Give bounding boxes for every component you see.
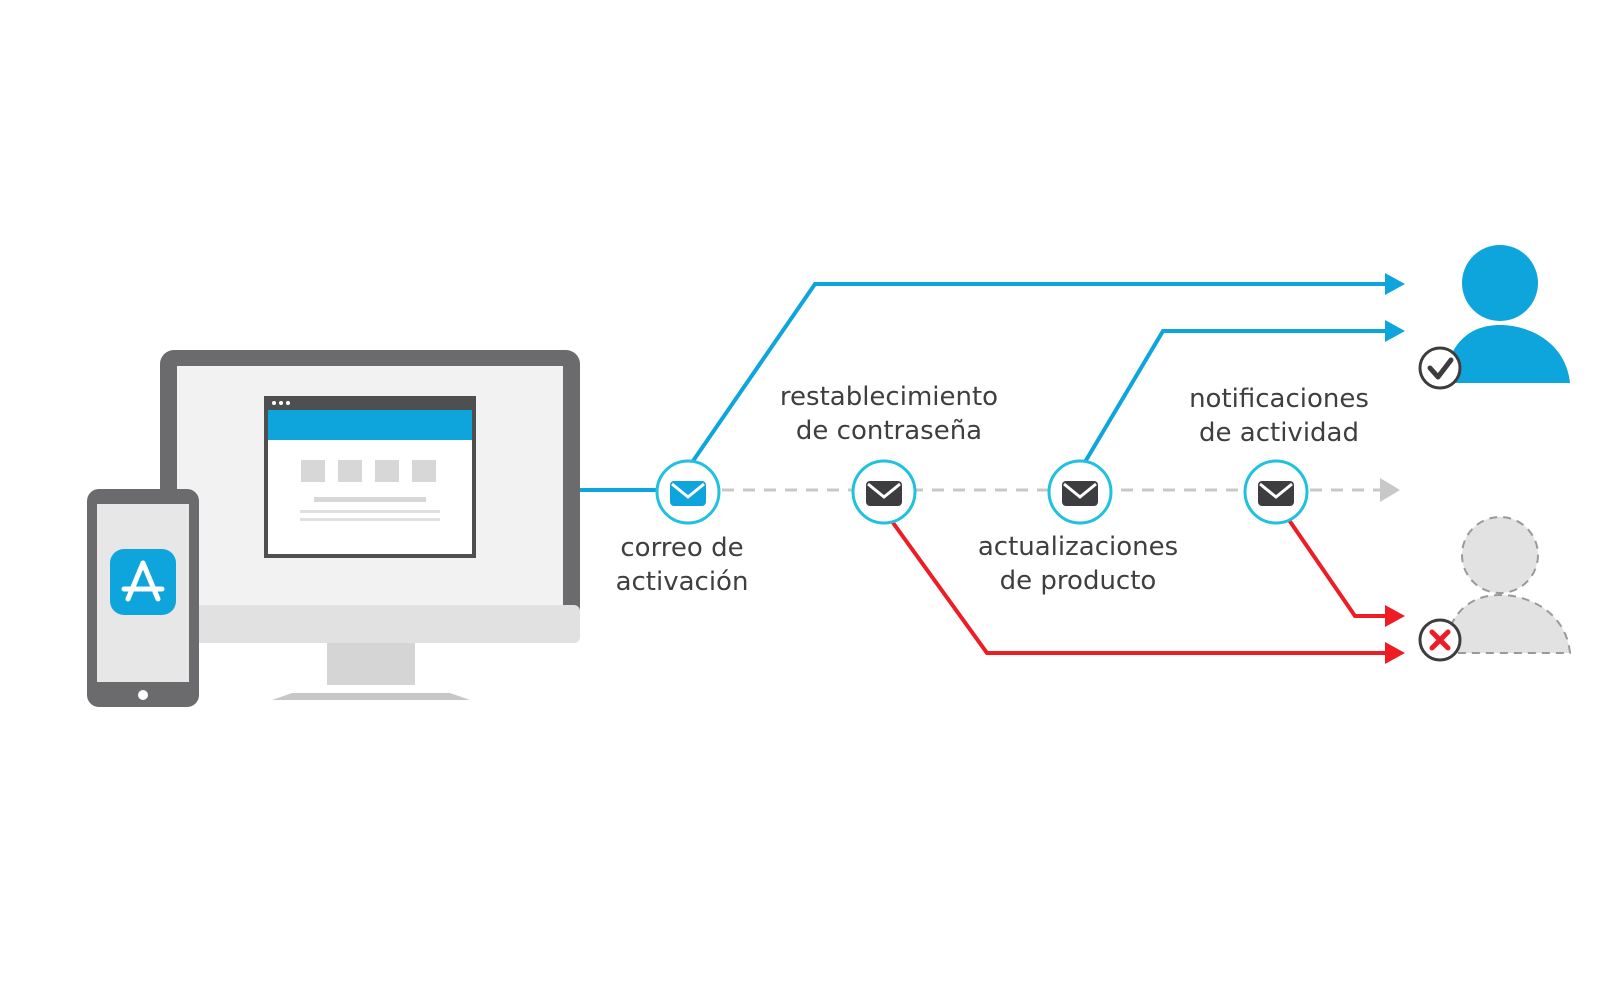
bounced-arrowhead-bottom bbox=[1385, 642, 1405, 664]
cross-badge-icon bbox=[1418, 618, 1462, 662]
label-product-line2: de producto bbox=[1000, 566, 1157, 596]
user-verified-icon bbox=[1418, 245, 1570, 390]
envelope-icon bbox=[866, 481, 902, 506]
email-node-activity bbox=[1243, 459, 1309, 525]
bounced-path-password bbox=[889, 518, 1385, 655]
bounced-arrowhead-upper bbox=[1385, 605, 1405, 627]
desktop-monitor-icon bbox=[160, 350, 580, 700]
envelope-icon bbox=[1062, 481, 1098, 506]
envelope-icon bbox=[1258, 481, 1294, 506]
pending-arrowhead bbox=[1380, 478, 1400, 502]
email-node-activation bbox=[655, 459, 721, 525]
app-store-icon bbox=[110, 549, 176, 615]
check-badge-icon bbox=[1418, 346, 1462, 390]
label-activity-line2: de actividad bbox=[1199, 418, 1359, 448]
label-password-line2: de contraseña bbox=[796, 416, 982, 446]
smartphone-icon bbox=[87, 489, 199, 707]
label-activity-line1: notificaciones bbox=[1189, 384, 1369, 414]
email-node-product bbox=[1047, 459, 1113, 525]
delivered-arrowhead-top bbox=[1385, 273, 1405, 295]
label-product-line1: actualizaciones bbox=[978, 532, 1178, 562]
label-activation-line2: activación bbox=[616, 567, 749, 597]
delivered-arrowhead-second bbox=[1385, 320, 1405, 342]
browser-window bbox=[264, 396, 476, 558]
email-node-password bbox=[851, 459, 917, 525]
user-bounced-icon bbox=[1418, 516, 1572, 662]
envelope-icon bbox=[670, 481, 706, 506]
label-activation-line1: correo de bbox=[620, 533, 743, 563]
label-password-line1: restablecimiento bbox=[780, 382, 998, 412]
bounced-path-activity bbox=[1287, 518, 1385, 618]
delivered-path-activation bbox=[691, 282, 1385, 463]
delivered-path-product bbox=[1083, 329, 1385, 464]
